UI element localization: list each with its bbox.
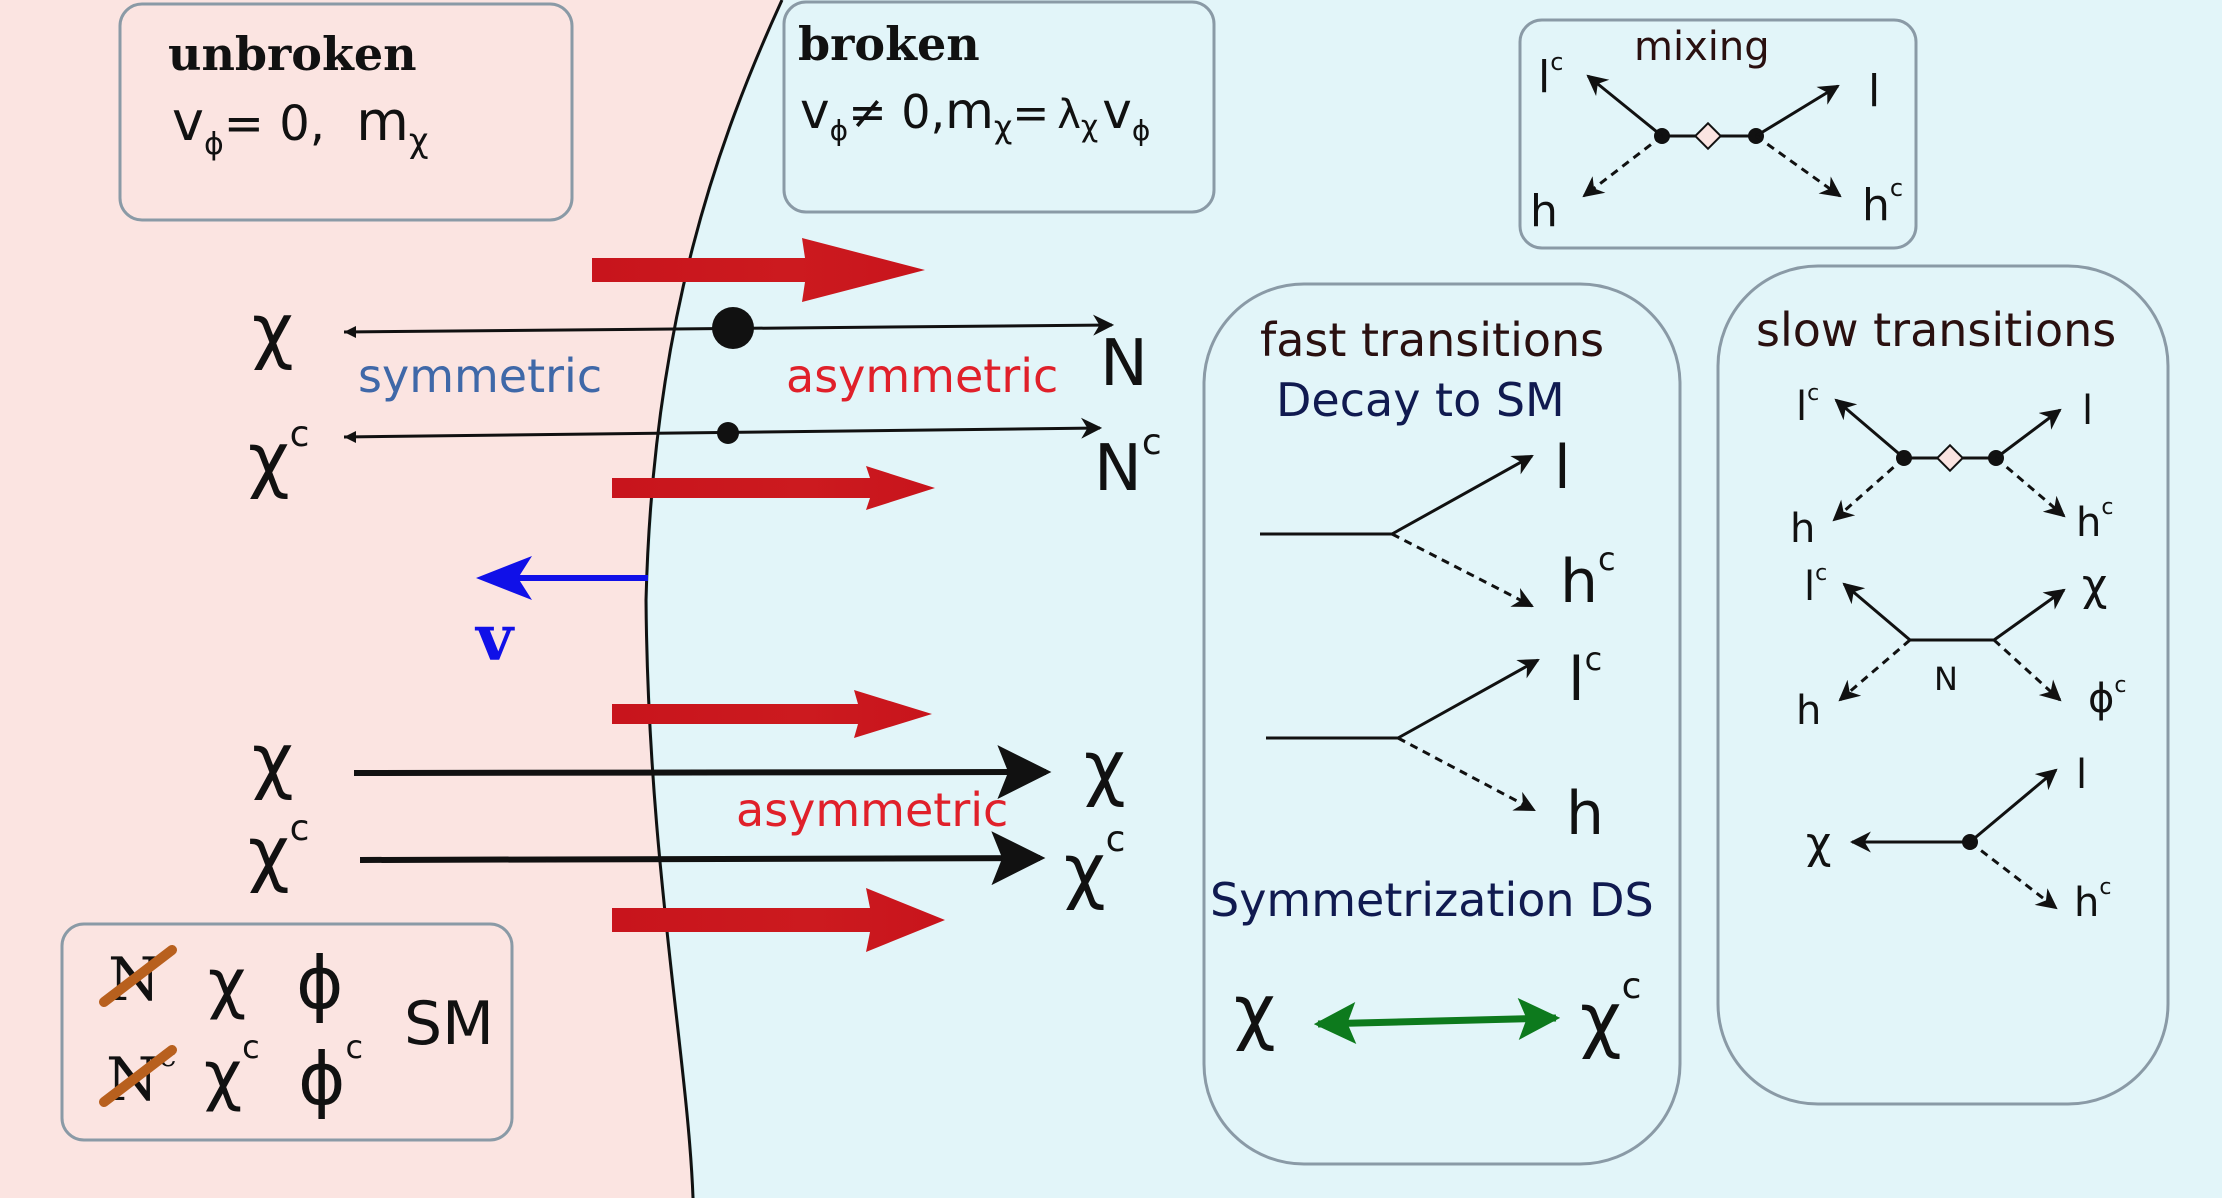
strike-Nc — [99, 1045, 177, 1107]
vev-zero: = 0, — [224, 96, 325, 152]
flow-arrow-1 — [592, 238, 925, 302]
bottom-chi-line: χ χ — [252, 718, 1126, 809]
svg-text:lc: lc — [1568, 640, 1602, 715]
wall-velocity: v — [474, 556, 648, 676]
svg-text:l: l — [1868, 66, 1880, 117]
svg-text:hc: hc — [1560, 540, 1616, 617]
symmetrization-label: Symmetrization DS — [1210, 873, 1654, 927]
box-phi: ϕ — [296, 941, 344, 1025]
fast-title: fast transitions — [1260, 313, 1604, 367]
unbroken-box: unbroken vϕ= 0, mχ — [118, 2, 574, 222]
svg-text:χ: χ — [2082, 560, 2107, 611]
svg-text:lc: lc — [1796, 381, 1819, 430]
slow-title: slow transitions — [1756, 303, 2116, 357]
svg-text:hc: hc — [1862, 174, 1903, 231]
asymmetric-label-bottom: asymmetric — [736, 783, 1008, 837]
broken-mass-relation: vϕ≠ 0,mχ=λχvϕ — [800, 82, 1150, 147]
bottom-chic-line: χc χc — [248, 808, 1125, 912]
vev-symbol: v — [172, 90, 204, 153]
Nc-label: Nc — [1094, 422, 1162, 506]
symmetrization-arrow — [1313, 997, 1561, 1045]
chi-label-top: χ — [252, 288, 294, 372]
top-chi-line: χ N — [252, 288, 1148, 401]
svg-text:h: h — [1796, 688, 1821, 734]
svg-text:χ: χ — [1806, 818, 1831, 869]
velocity-label: v — [474, 601, 515, 676]
svg-text:h: h — [1530, 186, 1558, 237]
svg-text:l: l — [1554, 433, 1571, 503]
flow-arrow-4 — [612, 888, 945, 952]
svg-text:χ: χ — [1234, 969, 1276, 1053]
svg-text:χc: χc — [1580, 966, 1641, 1061]
svg-text:ϕc: ϕc — [2088, 673, 2127, 722]
unbroken-title: unbroken — [168, 27, 417, 81]
svg-text:l: l — [2082, 388, 2093, 434]
svg-text:hc: hc — [2076, 495, 2113, 546]
mixing-title: mixing — [1634, 24, 1770, 70]
wall-boundary — [644, 0, 784, 1198]
mass-insertion-icon — [1693, 121, 1723, 151]
broken-title: broken — [798, 17, 980, 71]
chi-label-right: χ — [1084, 725, 1126, 809]
mass-symbol: m — [356, 90, 409, 153]
symmetric-label: symmetric — [358, 349, 602, 403]
fast-transitions-box: fast transitions Decay to SM l hc lc h S… — [1202, 282, 1682, 1166]
slow-transitions-box: slow transitions lc h l hc N lc h χ ϕc χ… — [1716, 264, 2170, 1106]
svg-text:lc: lc — [1804, 561, 1827, 610]
chic-label-bottom: χc — [248, 808, 309, 895]
plasma-flow-arrows — [592, 238, 945, 952]
vertex-large — [712, 307, 754, 349]
svg-text:l: l — [2076, 752, 2087, 798]
mixing-box: mixing lc h l hc — [1518, 18, 1918, 250]
svg-text:h: h — [1566, 779, 1604, 849]
box-chic: χc — [204, 1028, 260, 1114]
fast-subtitle: Decay to SM — [1276, 373, 1565, 427]
flow-arrow-2 — [612, 466, 935, 510]
svg-text:hc: hc — [2074, 875, 2111, 926]
box-sm: SM — [404, 989, 494, 1059]
flow-arrow-3 — [612, 690, 932, 738]
strike-N — [99, 945, 177, 1007]
chic-label-top: χc — [248, 414, 309, 501]
chic-label-right: χc — [1064, 819, 1125, 912]
box-phic: ϕc — [298, 1028, 363, 1121]
N-label: N — [1100, 327, 1148, 401]
svg-text:h: h — [1790, 506, 1815, 552]
asymmetric-label-top: asymmetric — [786, 349, 1058, 403]
broken-box: broken vϕ≠ 0,mχ=λχvϕ — [782, 0, 1216, 214]
svg-text:lc: lc — [1538, 48, 1563, 103]
svg-text:vϕ= 0, mχ: vϕ= 0, mχ — [172, 90, 428, 162]
top-chic-line: χc Nc — [248, 414, 1162, 506]
chi-label-bottom: χ — [252, 718, 294, 802]
svg-text:N: N — [1934, 660, 1958, 698]
vertex-small — [717, 422, 739, 444]
particle-content-box: N χ ϕ SM Nc χc ϕc — [60, 922, 514, 1142]
unbroken-phase-background — [0, 0, 782, 1198]
box-chi: χ — [208, 945, 246, 1022]
